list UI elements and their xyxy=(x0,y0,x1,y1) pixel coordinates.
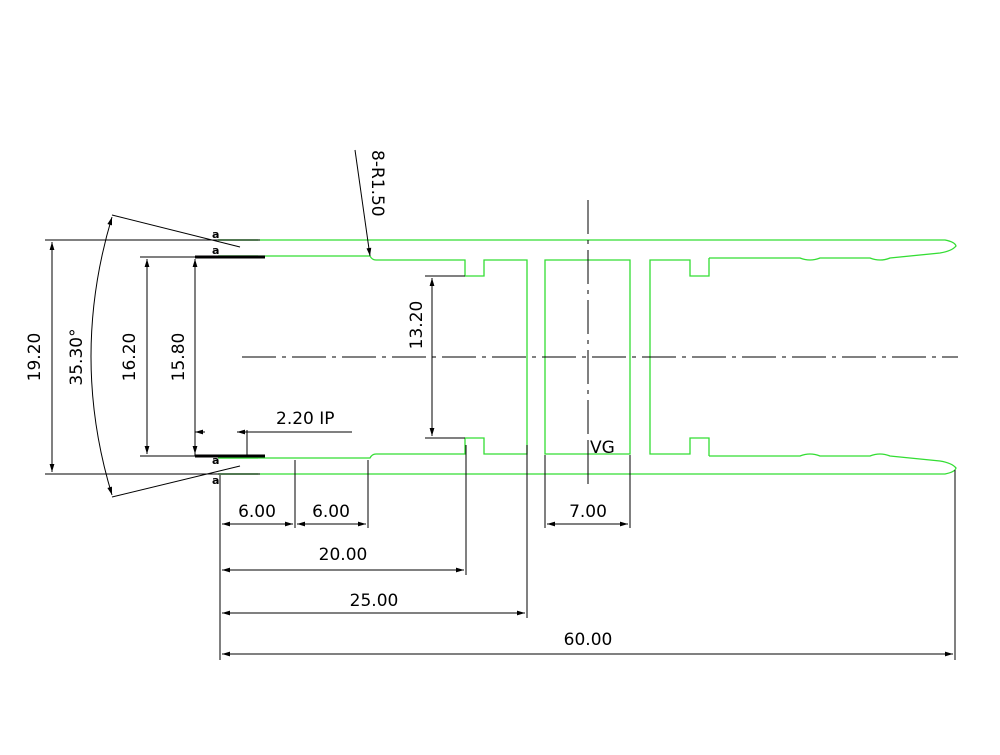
weld-mark: a xyxy=(212,244,219,257)
dim-groove: 2.20 IP xyxy=(195,409,352,435)
label-len25: 25.00 xyxy=(350,591,399,611)
label-groove: 2.20 IP xyxy=(276,409,335,429)
weld-mark: a xyxy=(212,474,219,487)
dim-6-00-b: 6.00 xyxy=(297,502,366,527)
left-nose-top xyxy=(218,239,258,257)
bottom-flange-outer xyxy=(218,453,957,475)
label-seg1: 6.00 xyxy=(238,502,276,522)
dim-20-00: 20.00 xyxy=(222,545,464,573)
top-web-far xyxy=(649,258,710,440)
top-flange-inner xyxy=(218,255,528,440)
label-len20: 20.00 xyxy=(319,545,368,565)
top-flange-outer xyxy=(218,239,957,261)
label-radius: 8-R1.50 xyxy=(367,150,387,217)
bottom-web-far xyxy=(649,437,710,456)
label-19-20: 19.20 xyxy=(25,333,45,382)
dim-13-20: 13.20 xyxy=(407,278,435,436)
label-16-20: 16.20 xyxy=(120,333,140,382)
label-slot: 7.00 xyxy=(569,502,607,522)
dim-16-20: 16.20 xyxy=(120,259,150,454)
dim-7-00: 7.00 xyxy=(547,502,628,527)
dim-radius: 8-R1.50 xyxy=(354,149,387,257)
label-15-80: 15.80 xyxy=(169,333,189,382)
label-vg: VG xyxy=(590,438,615,458)
dim-angle: 35.30° xyxy=(67,214,241,498)
dim-6-00-a: 6.00 xyxy=(222,502,293,527)
dim-60-00: 60.00 xyxy=(222,630,953,657)
extension-lines xyxy=(45,239,956,660)
bottom-flange-inner xyxy=(218,437,528,459)
label-13-20: 13.20 xyxy=(407,301,427,350)
weld-mark: a xyxy=(212,454,219,467)
dim-25-00: 25.00 xyxy=(222,591,525,616)
label-len60: 60.00 xyxy=(564,630,613,650)
inner-face-marks xyxy=(195,255,265,458)
dim-15-80: 15.80 xyxy=(169,259,198,454)
weld-mark: a xyxy=(212,228,219,241)
label-seg2: 6.00 xyxy=(312,502,350,522)
dim-19-20: 19.20 xyxy=(25,242,55,472)
weld-marks: a a a a xyxy=(212,228,219,487)
label-angle: 35.30° xyxy=(67,328,87,385)
